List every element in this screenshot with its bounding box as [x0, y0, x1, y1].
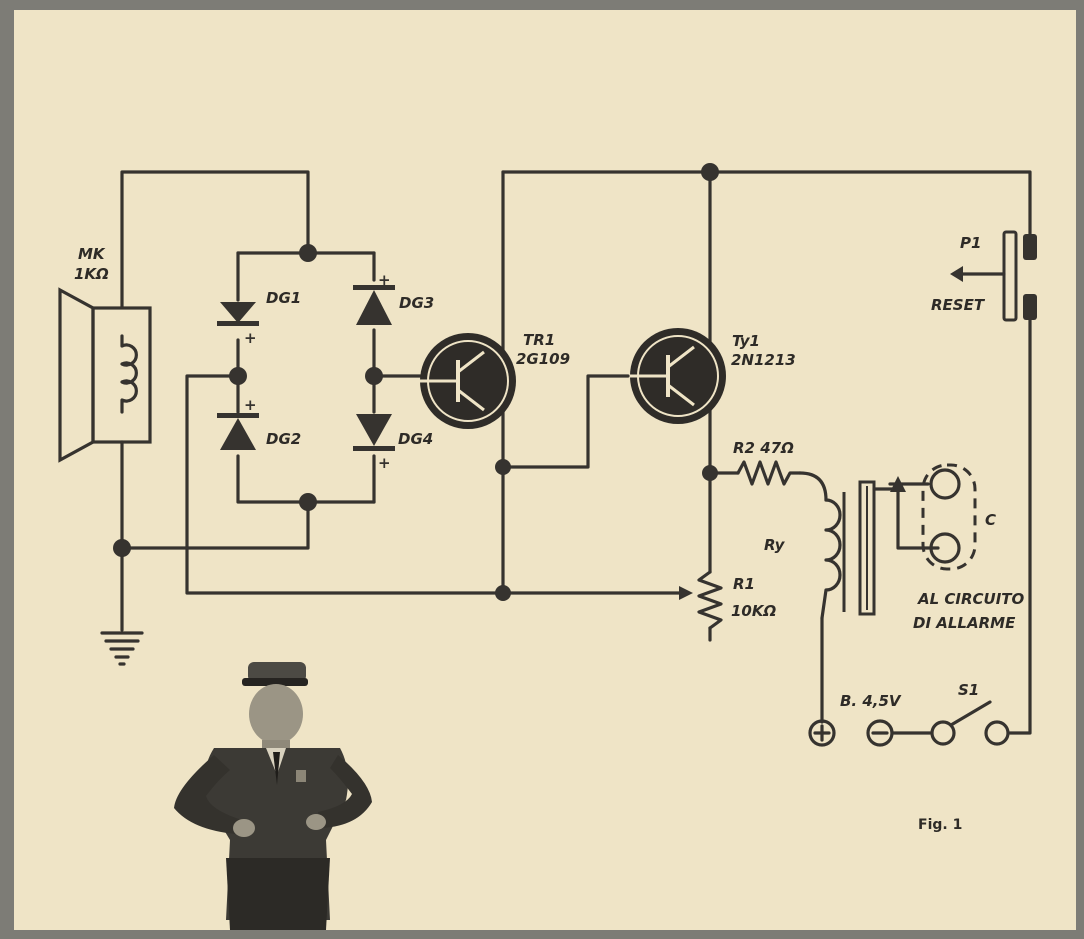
switch-s1 [930, 700, 1010, 746]
label-battery: B. 4,5V [840, 692, 901, 710]
label-alarm-line1: AL CIRCUITO [918, 590, 1025, 608]
diode-dg2 [217, 413, 259, 450]
policeman-illustration [174, 662, 372, 930]
ground-icon [100, 631, 144, 666]
thyristor-ty1 [630, 328, 726, 424]
label-mk-value: 1KΩ [74, 265, 109, 283]
label-dg3: DG3 [399, 294, 435, 312]
label-dg2: DG2 [266, 430, 302, 448]
label-alarm-line2: DI ALLARME [913, 614, 1016, 632]
label-p1: P1 [960, 234, 982, 252]
figure-caption: Fig. 1 [918, 817, 963, 833]
label-s1: S1 [958, 681, 980, 699]
label-reset: RESET [931, 296, 985, 314]
label-mk: MK [78, 245, 105, 263]
label-r1: R1 [733, 575, 755, 593]
diode-dg1 [217, 302, 259, 326]
label-r1-value: 10KΩ [731, 602, 777, 620]
label-tr1: TR1 [523, 331, 556, 349]
svg-text:+: + [378, 454, 391, 472]
wires [120, 170, 1032, 735]
speaker-icon [58, 287, 152, 463]
battery-b [808, 719, 894, 747]
junctions [113, 163, 719, 601]
label-tr1-type: 2G109 [516, 350, 571, 368]
diode-dg3 [353, 285, 395, 325]
resistor-r2 [736, 460, 828, 502]
label-dg4: DG4 [398, 430, 434, 448]
label-c: C [985, 511, 997, 529]
label-ty1: Ty1 [732, 332, 760, 350]
label-ry: Ry [764, 536, 785, 554]
reset-button-p1 [950, 230, 1037, 322]
svg-text:+: + [244, 396, 257, 414]
paper-background [14, 10, 1076, 930]
label-ty1-type: 2N1213 [731, 351, 796, 369]
label-r2: R2 47Ω [733, 439, 794, 457]
svg-text:+: + [378, 271, 391, 289]
label-dg1: DG1 [266, 289, 302, 307]
relay-contacts-c [921, 463, 977, 571]
relay-coil-ry [820, 476, 906, 620]
polarity-marks: + + + + [244, 271, 391, 472]
diode-dg4 [353, 414, 395, 451]
svg-text:+: + [244, 329, 257, 347]
transistor-tr1 [420, 333, 516, 429]
resistor-r1 [679, 570, 723, 630]
